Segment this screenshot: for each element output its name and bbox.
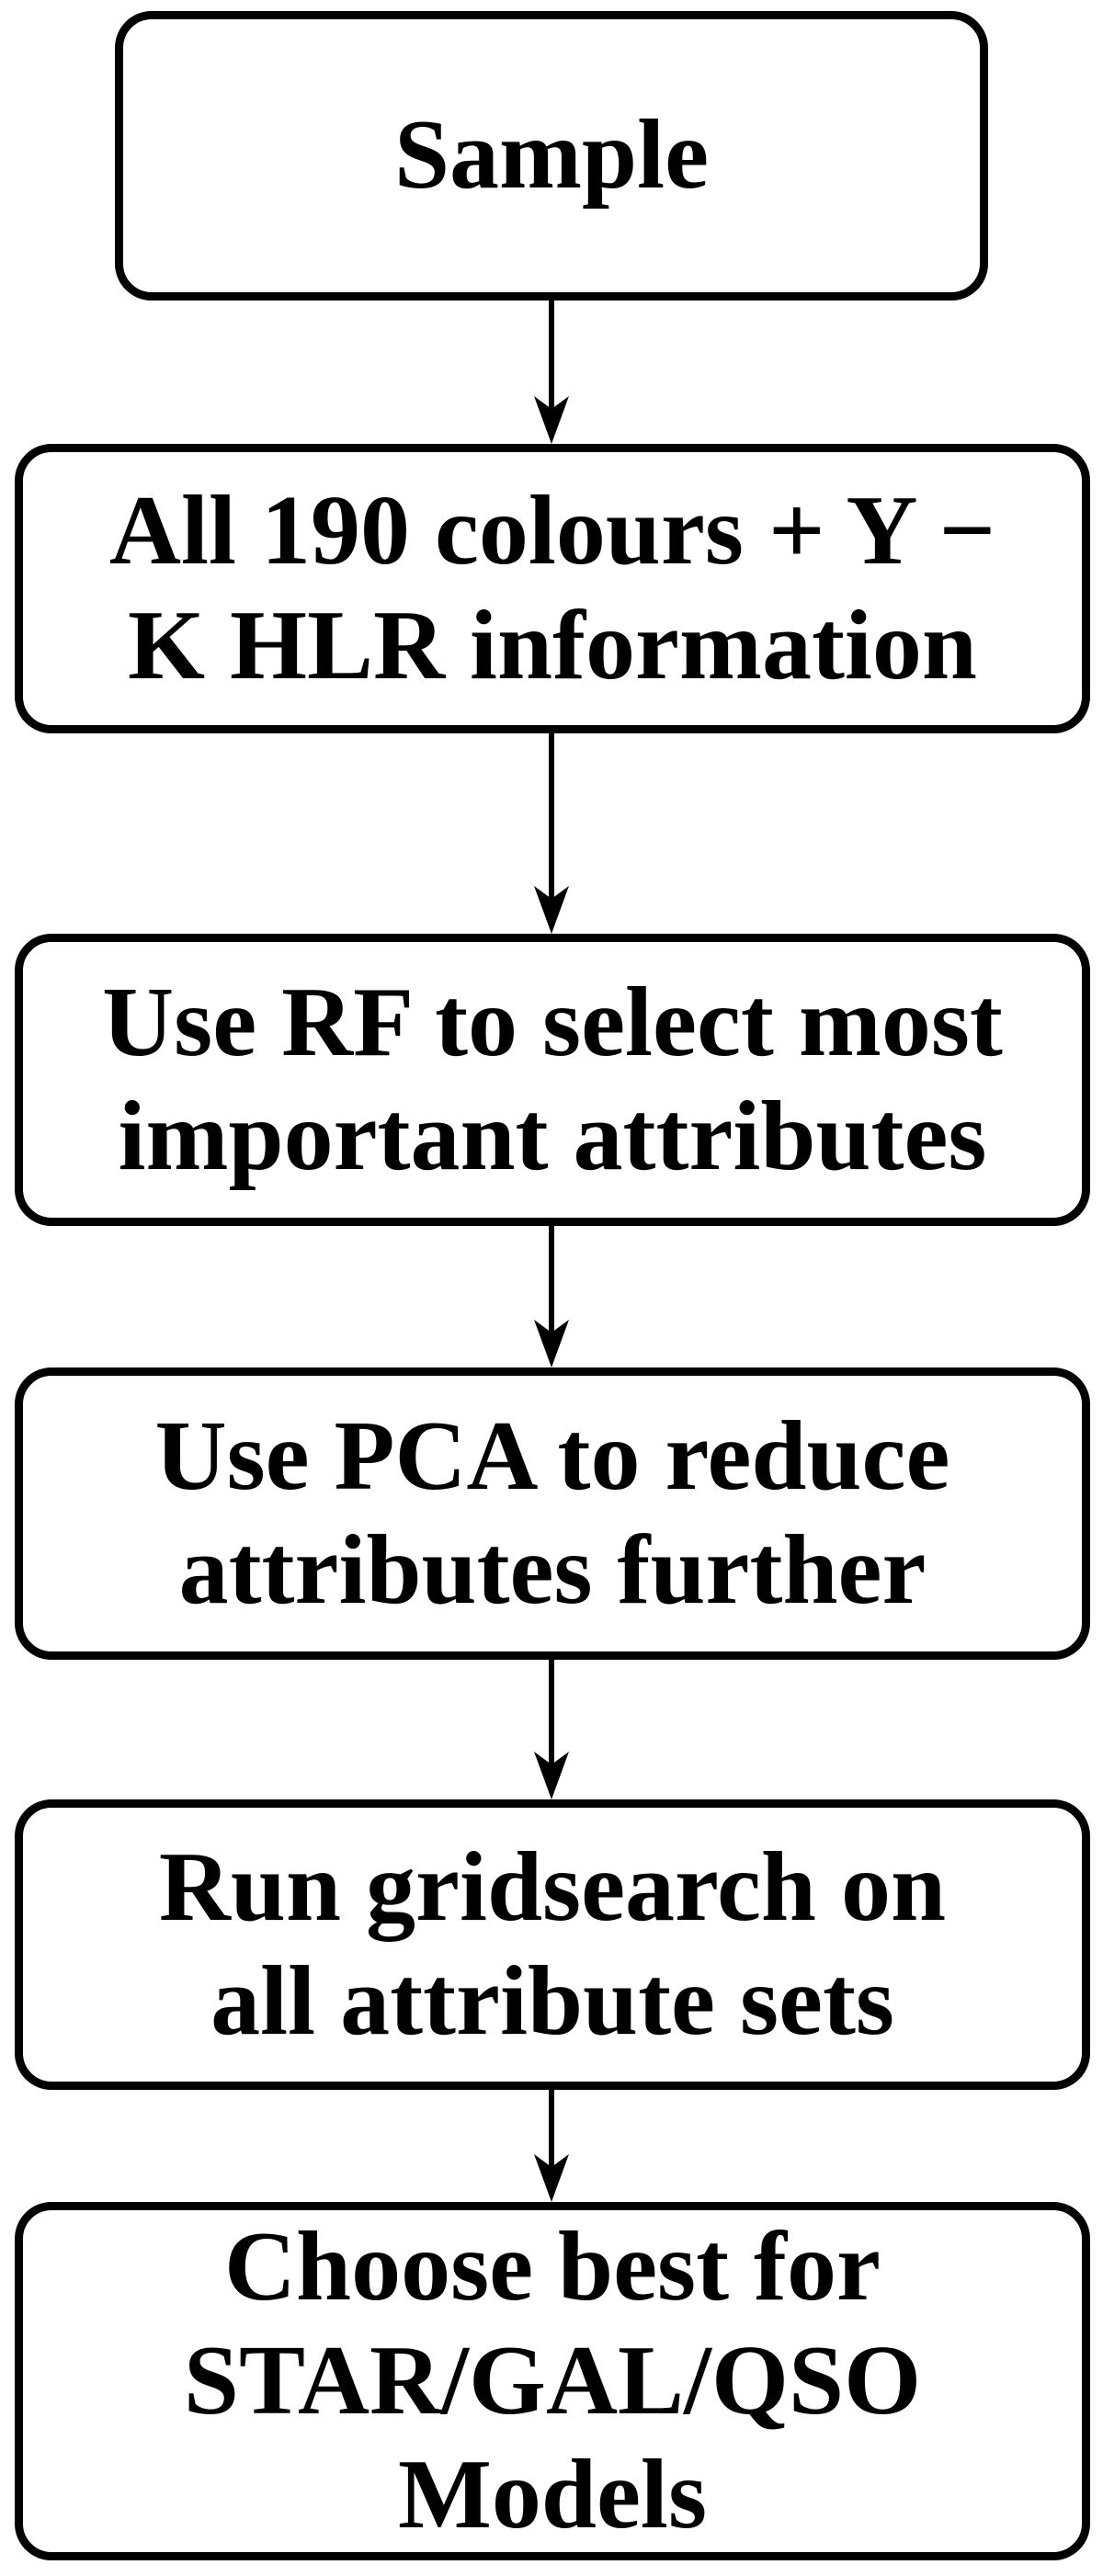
node-label-line: STAR/GAL/QSO — [183, 2325, 922, 2435]
flow-node-pca-reduction: Use PCA to reduce attributes further — [15, 1367, 1090, 1660]
node-label-line: Run gridsearch on — [158, 1832, 947, 1942]
flow-arrow-pca-to-gridsearch — [534, 1660, 569, 1799]
flow-node-rf-attribute-selection: Use RF to select most important attribut… — [15, 934, 1090, 1226]
flow-node-gridsearch: Run gridsearch on all attribute sets — [15, 1799, 1090, 2090]
node-label-line: attributes further — [178, 1515, 927, 1625]
flow-arrow-colours-to-rf — [534, 733, 569, 934]
node-label-line: all attribute sets — [210, 1946, 894, 2056]
node-label-line: Use PCA to reduce — [154, 1401, 950, 1511]
node-label-line: important attributes — [118, 1082, 987, 1191]
flow-arrow-gridsearch-to-choose — [534, 2090, 569, 2202]
node-label-line: All 190 colours + Y − — [108, 476, 996, 586]
flow-arrow-sample-to-colours — [534, 301, 569, 444]
node-label-line: Sample — [393, 100, 710, 210]
node-label-line: Choose best for — [224, 2211, 881, 2321]
flow-node-choose-best-models: Choose best for STAR/GAL/QSO Models — [15, 2202, 1090, 2560]
node-label-line: Models — [398, 2440, 707, 2550]
flow-node-all-colours-hlr: All 190 colours + Y − K HLR information — [15, 444, 1090, 733]
flow-node-sample: Sample — [115, 11, 988, 301]
node-label-line: Use RF to select most — [102, 967, 1003, 1077]
flow-arrow-rf-to-pca — [534, 1226, 569, 1367]
node-label-line: K HLR information — [127, 590, 977, 700]
